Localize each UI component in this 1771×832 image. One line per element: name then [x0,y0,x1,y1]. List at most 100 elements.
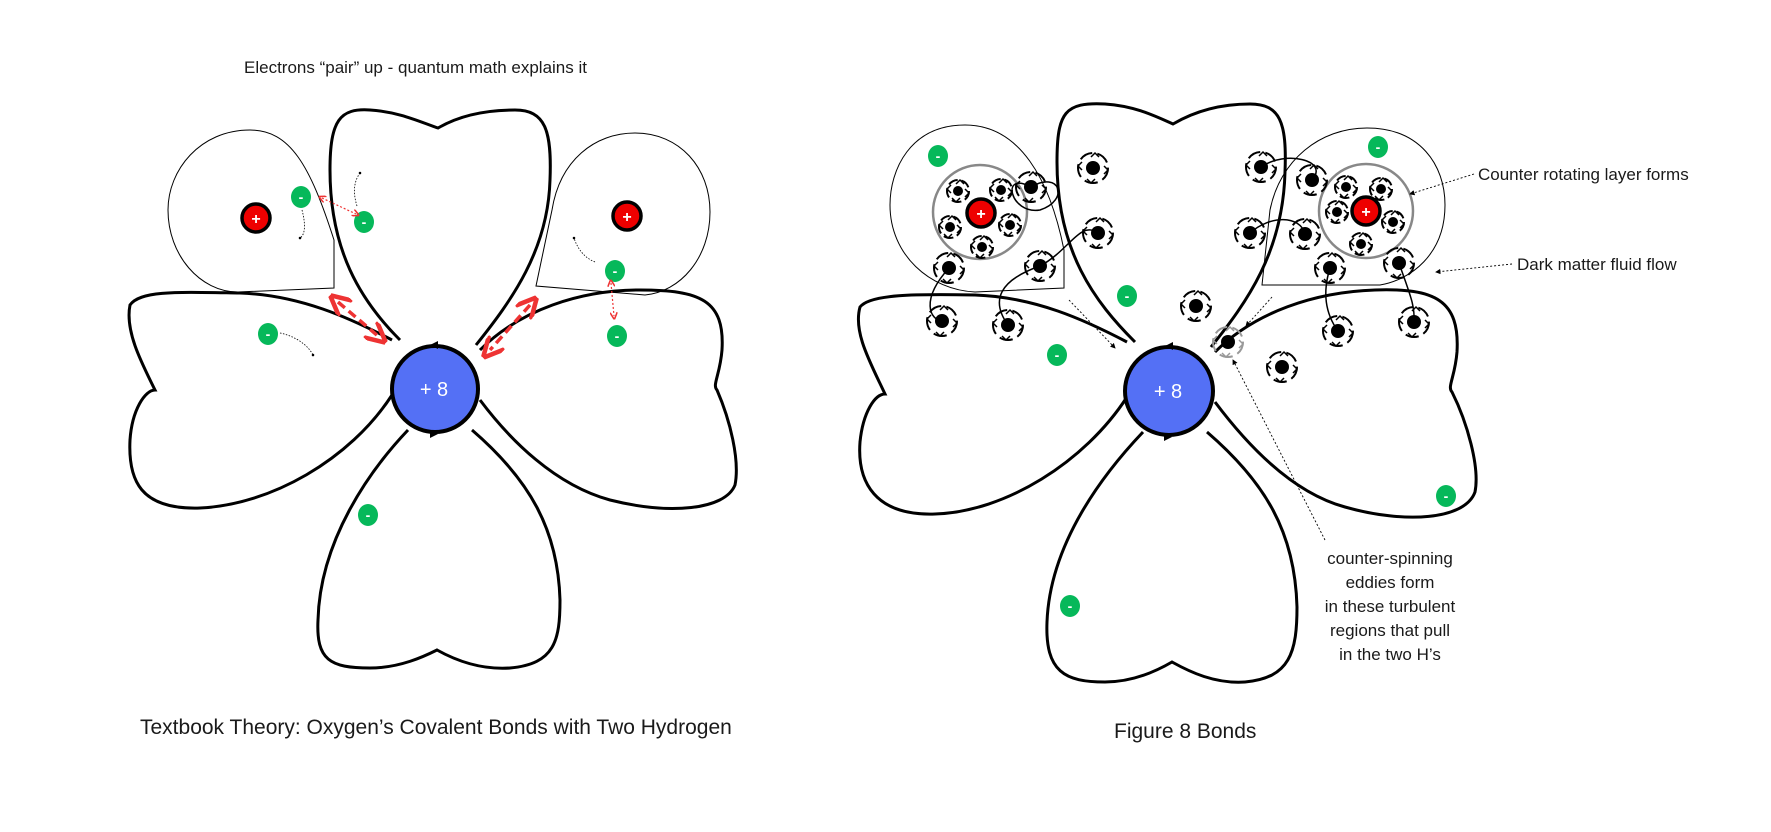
eddy-core [1091,226,1105,240]
eddy [1233,216,1267,250]
electron-path [279,332,315,357]
eddy [1348,231,1374,257]
hydrogen-nucleus-label: + [1361,204,1370,221]
annotation-leader-counter-rotating [1409,173,1475,196]
eddy-core [1024,180,1038,194]
electron-label: - [1068,598,1073,614]
eddy [1321,314,1355,348]
eddy [1288,217,1322,251]
annotation-eddies-line: in the two H’s [1339,645,1441,664]
textbook-theory-diagram: + 8 + + - - - - - - [127,108,738,670]
figure-8-loop [1039,229,1099,267]
eddy-core [1033,259,1047,273]
eddy [997,212,1023,238]
oxygen-nucleus: + 8 [1123,342,1215,441]
annotation-counter-rotating: Counter rotating layer forms [1478,165,1689,184]
orbital-lobe-left [856,293,1129,516]
hydrogen-shell-right [535,132,711,296]
annotation-eddies-line: counter-spinning [1327,549,1453,568]
eddy-core [1298,227,1312,241]
bond-arrow-right [490,305,530,350]
counter-rotating-layer-right [1317,162,1415,260]
eddy-core [1323,261,1337,275]
electron: - [928,145,948,167]
annotation-eddies-line: eddies form [1345,573,1435,592]
eddy [1324,199,1350,225]
electron: - [358,504,378,526]
eddy-core [1376,184,1386,194]
annotation-leader-eddies [1232,359,1326,541]
electron-label: - [1055,347,1060,363]
eddy-core [942,261,956,275]
electron: - [1436,485,1456,507]
eddy-core [1005,220,1015,230]
eddy [1076,151,1110,185]
eddy [945,178,971,204]
orbital-lobe-bottom [316,428,562,670]
orbital-lobe-right [478,288,738,510]
electron: - [1047,344,1067,366]
eddy [1265,350,1299,384]
eddy-core [977,242,987,252]
oxygen-nucleus: + 8 [390,341,480,438]
caption-textbook-theory: Textbook Theory: Oxygen’s Covalent Bonds… [140,716,732,739]
eddy [988,177,1014,203]
eddy [991,308,1025,342]
hydrogen-nucleus-right: + [1350,195,1382,227]
hydrogen-shell-left [167,129,335,293]
figure-8-loop [998,265,1041,326]
eddy [1023,249,1057,283]
figure-8-bonds-diagram: + 8 + + ------ [856,102,1513,684]
hydrogen-nucleus-left: + [965,197,997,229]
eddy-core [1407,315,1421,329]
annotation-dark-matter: Dark matter fluid flow [1517,255,1677,274]
electron: - [1117,285,1137,307]
eddy [932,251,966,285]
eddy-core [1341,182,1351,192]
hydrogen-nucleus-left: + [240,202,272,234]
eddy [1380,209,1406,235]
eddy-core [996,185,1006,195]
eddy [1244,150,1278,184]
electron-label: - [1125,288,1130,304]
electron: - [291,186,311,208]
eddy [1313,251,1347,285]
eddy [1368,176,1394,202]
eddy [925,304,959,338]
eddy-core [1243,226,1257,240]
eddy-core [1388,217,1398,227]
hydrogen-nucleus-label: + [622,209,631,226]
electron-label: - [613,263,618,279]
annotation-eddies-line: in these turbulent [1324,597,1456,616]
eddy-core [1356,239,1366,249]
electron-label: - [266,326,271,342]
hydrogen-nucleus-label: + [976,206,985,223]
electron-path [298,209,305,240]
eddy [1295,163,1329,197]
eddy [1179,289,1213,323]
figure-8-loop [1011,181,1059,211]
eddy-core [1305,173,1319,187]
electron-path [354,171,362,207]
electron-label: - [615,328,620,344]
hydrogen-nucleus-label: + [251,211,260,228]
electron-label: - [936,148,941,164]
bond-arrow-left [338,302,378,336]
annotation-leader-dark-matter [1435,263,1513,275]
eddy-core [1392,256,1406,270]
eddy-core [1189,299,1203,313]
flow-arrow [1068,299,1116,349]
annotation-eddies: counter-spinning eddies form in these tu… [1300,547,1480,667]
eddy-core [1254,160,1268,174]
eddy [969,234,995,260]
electron-pair-arrow [322,198,356,214]
eddy-core [1221,335,1235,349]
electron-label: - [299,189,304,205]
orbital-lobe-right [1213,288,1478,519]
electron-label: - [362,214,367,230]
eddy-core [953,186,963,196]
eddy [1397,305,1431,339]
eddy [1081,216,1115,250]
eddy-core [945,222,955,232]
